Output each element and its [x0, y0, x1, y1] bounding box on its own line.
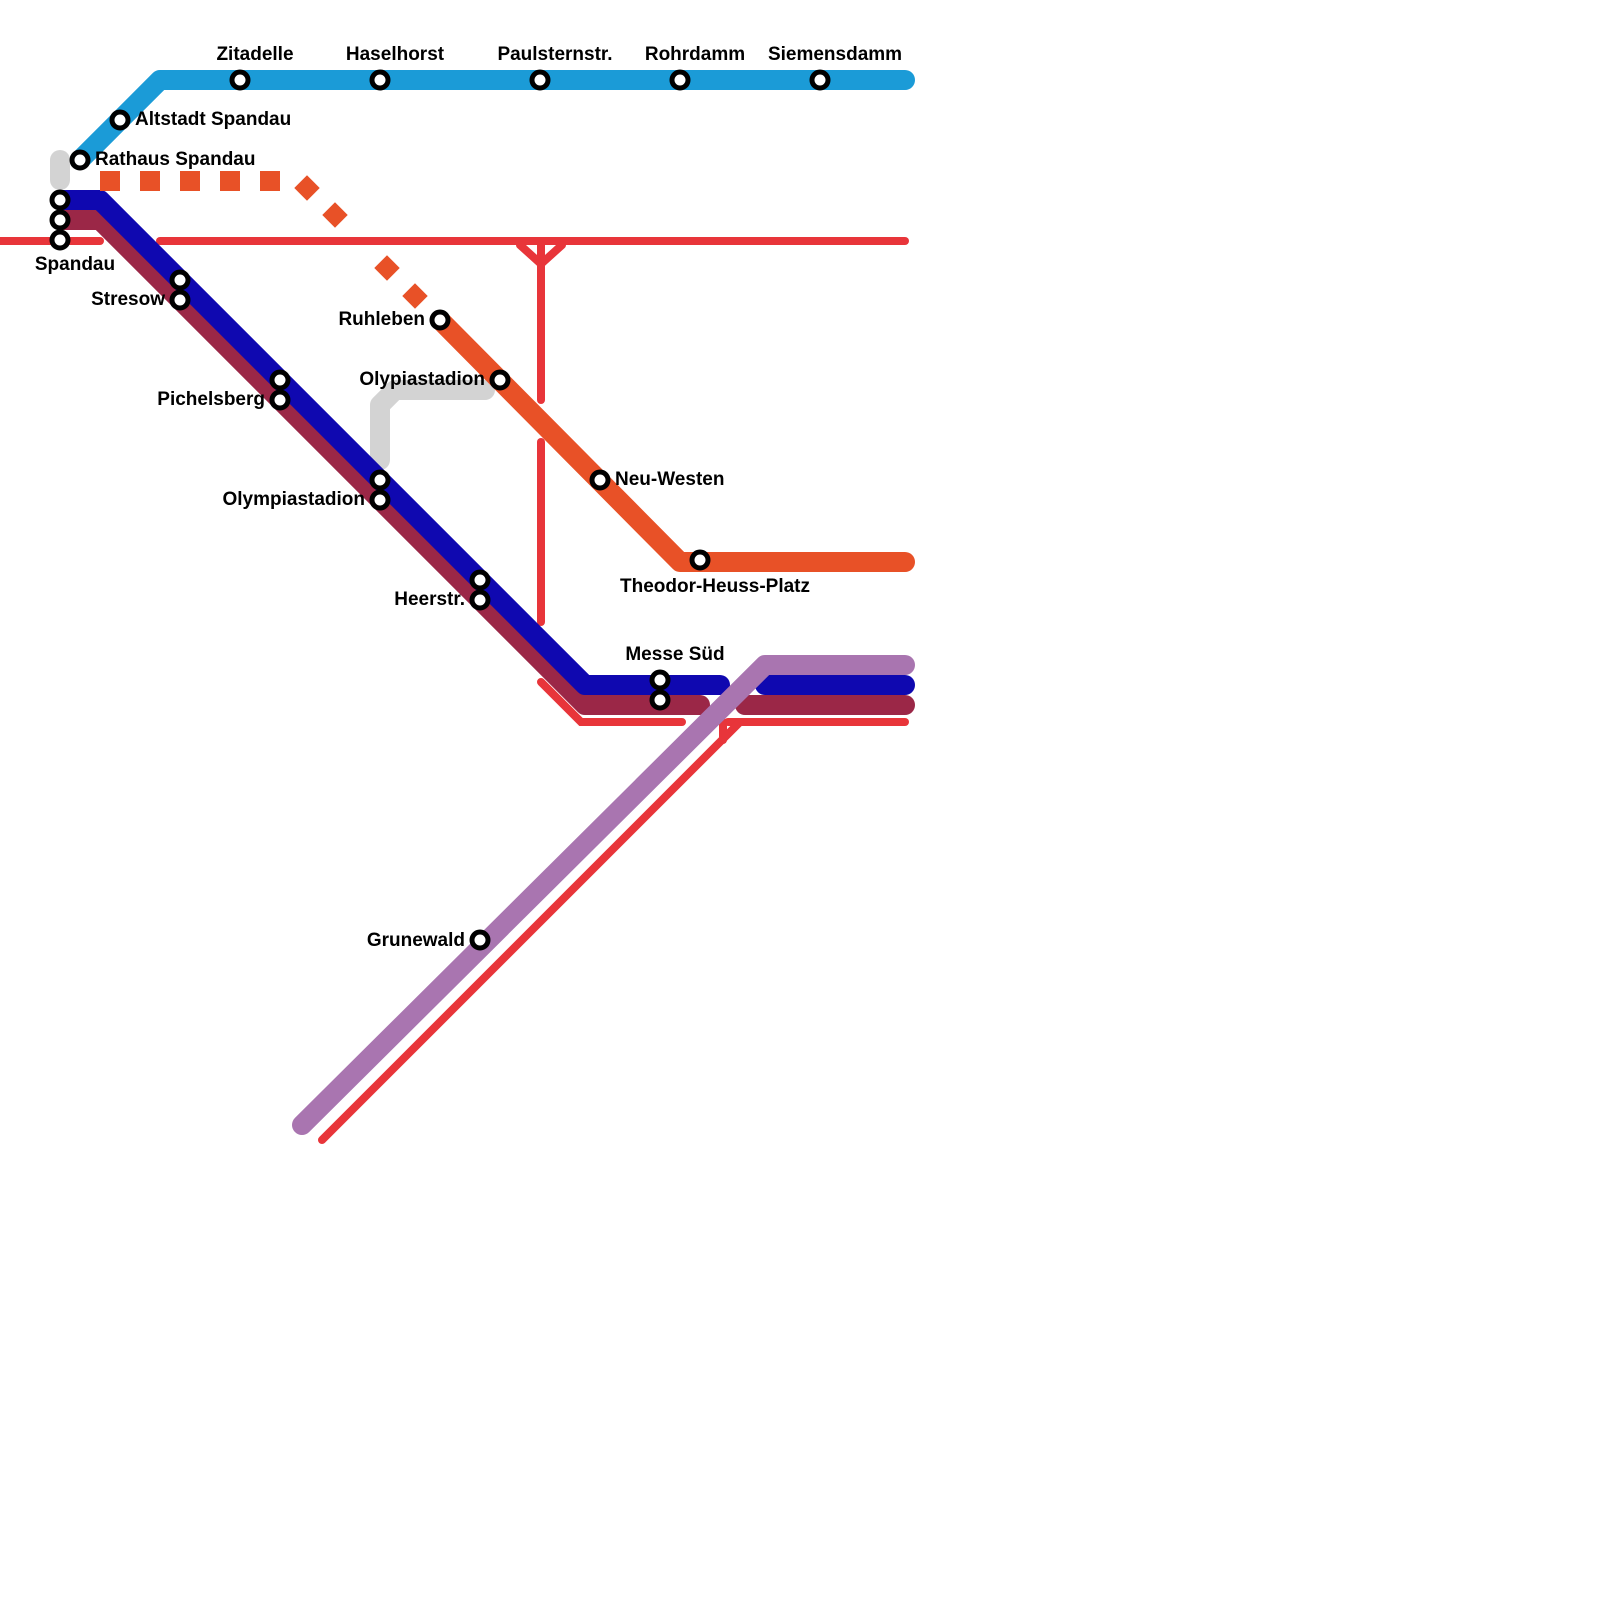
label-rohrdamm: Rohrdamm [645, 44, 745, 65]
label-siemensdamm: Siemensdamm [768, 44, 902, 65]
station-marker-messe-sued-s9[interactable] [649, 669, 671, 691]
station-marker-heerstr-s3[interactable] [469, 589, 491, 611]
station-marker-ruhleben[interactable] [429, 309, 451, 331]
u2-dash-diamond [322, 202, 348, 228]
label-paulsternstr: Paulsternstr. [497, 44, 612, 65]
ring-segment-messe [537, 678, 686, 726]
stations [49, 69, 831, 951]
label-heerstr: Heerstr. [394, 589, 465, 610]
line-s7 [292, 655, 915, 1135]
line-ring [0, 237, 909, 1144]
label-ruhleben: Ruhleben [338, 309, 425, 330]
label-zitadelle: Zitadelle [216, 44, 293, 65]
station-marker-zitadelle[interactable] [229, 69, 251, 91]
station-marker-pichelsberg-s9[interactable] [269, 369, 291, 391]
label-olympiastadion-u: Olypiastadion [359, 369, 485, 390]
station-labels: Zitadelle Haselhorst Paulsternstr. Rohrd… [35, 44, 902, 951]
label-haselhorst: Haselhorst [346, 44, 445, 65]
station-marker-spandau-s3[interactable] [49, 209, 71, 231]
label-rathaus-spandau: Rathaus Spandau [95, 149, 255, 170]
station-marker-pichelsberg-s3[interactable] [269, 389, 291, 411]
station-marker-olympiastadion-s3[interactable] [369, 489, 391, 511]
label-grunewald: Grunewald [367, 930, 465, 951]
u2-solid-section [430, 310, 915, 572]
label-olympiastadion-s: Olympiastadion [222, 489, 365, 510]
u2-dash-diamond [294, 175, 320, 201]
label-theodor-heuss-platz: Theodor-Heuss-Platz [620, 576, 810, 597]
station-marker-paulsternstr[interactable] [529, 69, 551, 91]
transfer-connectors [50, 150, 495, 470]
station-marker-olympiastadion-u[interactable] [489, 369, 511, 391]
station-marker-siemensdamm[interactable] [809, 69, 831, 91]
station-marker-grunewald[interactable] [469, 929, 491, 951]
line-s3 [50, 210, 915, 715]
station-marker-stresow-s3[interactable] [169, 289, 191, 311]
station-marker-haselhorst[interactable] [369, 69, 391, 91]
ring-diagonal-south [318, 718, 744, 1144]
ring-branch-fork [516, 241, 566, 270]
transfer-olympiastadion [370, 380, 495, 470]
s7-main [292, 655, 915, 1135]
station-marker-altstadt-spandau[interactable] [109, 109, 131, 131]
label-spandau: Spandau [35, 254, 115, 275]
station-marker-messe-sued-s3[interactable] [649, 689, 671, 711]
line-u7 [70, 70, 915, 170]
s3-main [50, 210, 710, 715]
station-marker-spandau-s9[interactable] [49, 189, 71, 211]
station-marker-olympiastadion-s9[interactable] [369, 469, 391, 491]
station-marker-theodor-heuss-platz[interactable] [689, 549, 711, 571]
station-marker-heerstr-s9[interactable] [469, 569, 491, 591]
label-altstadt-spandau: Altstadt Spandau [135, 109, 291, 130]
label-messe-sued: Messe Süd [625, 644, 724, 665]
label-stresow: Stresow [91, 289, 165, 310]
station-marker-spandau-ring[interactable] [49, 229, 71, 251]
station-marker-stresow-s9[interactable] [169, 269, 191, 291]
label-pichelsberg: Pichelsberg [157, 389, 265, 410]
station-marker-neu-westen[interactable] [589, 469, 611, 491]
u2-dash-diamond [402, 283, 428, 309]
station-marker-rohrdamm[interactable] [669, 69, 691, 91]
station-marker-rathaus-spandau[interactable] [69, 149, 91, 171]
u2-dashed-diamonds [294, 175, 428, 309]
u7-main [70, 70, 915, 170]
u2-dash-diamond [374, 255, 400, 281]
line-u2 [100, 171, 915, 572]
label-neu-westen: Neu-Westen [615, 469, 724, 490]
